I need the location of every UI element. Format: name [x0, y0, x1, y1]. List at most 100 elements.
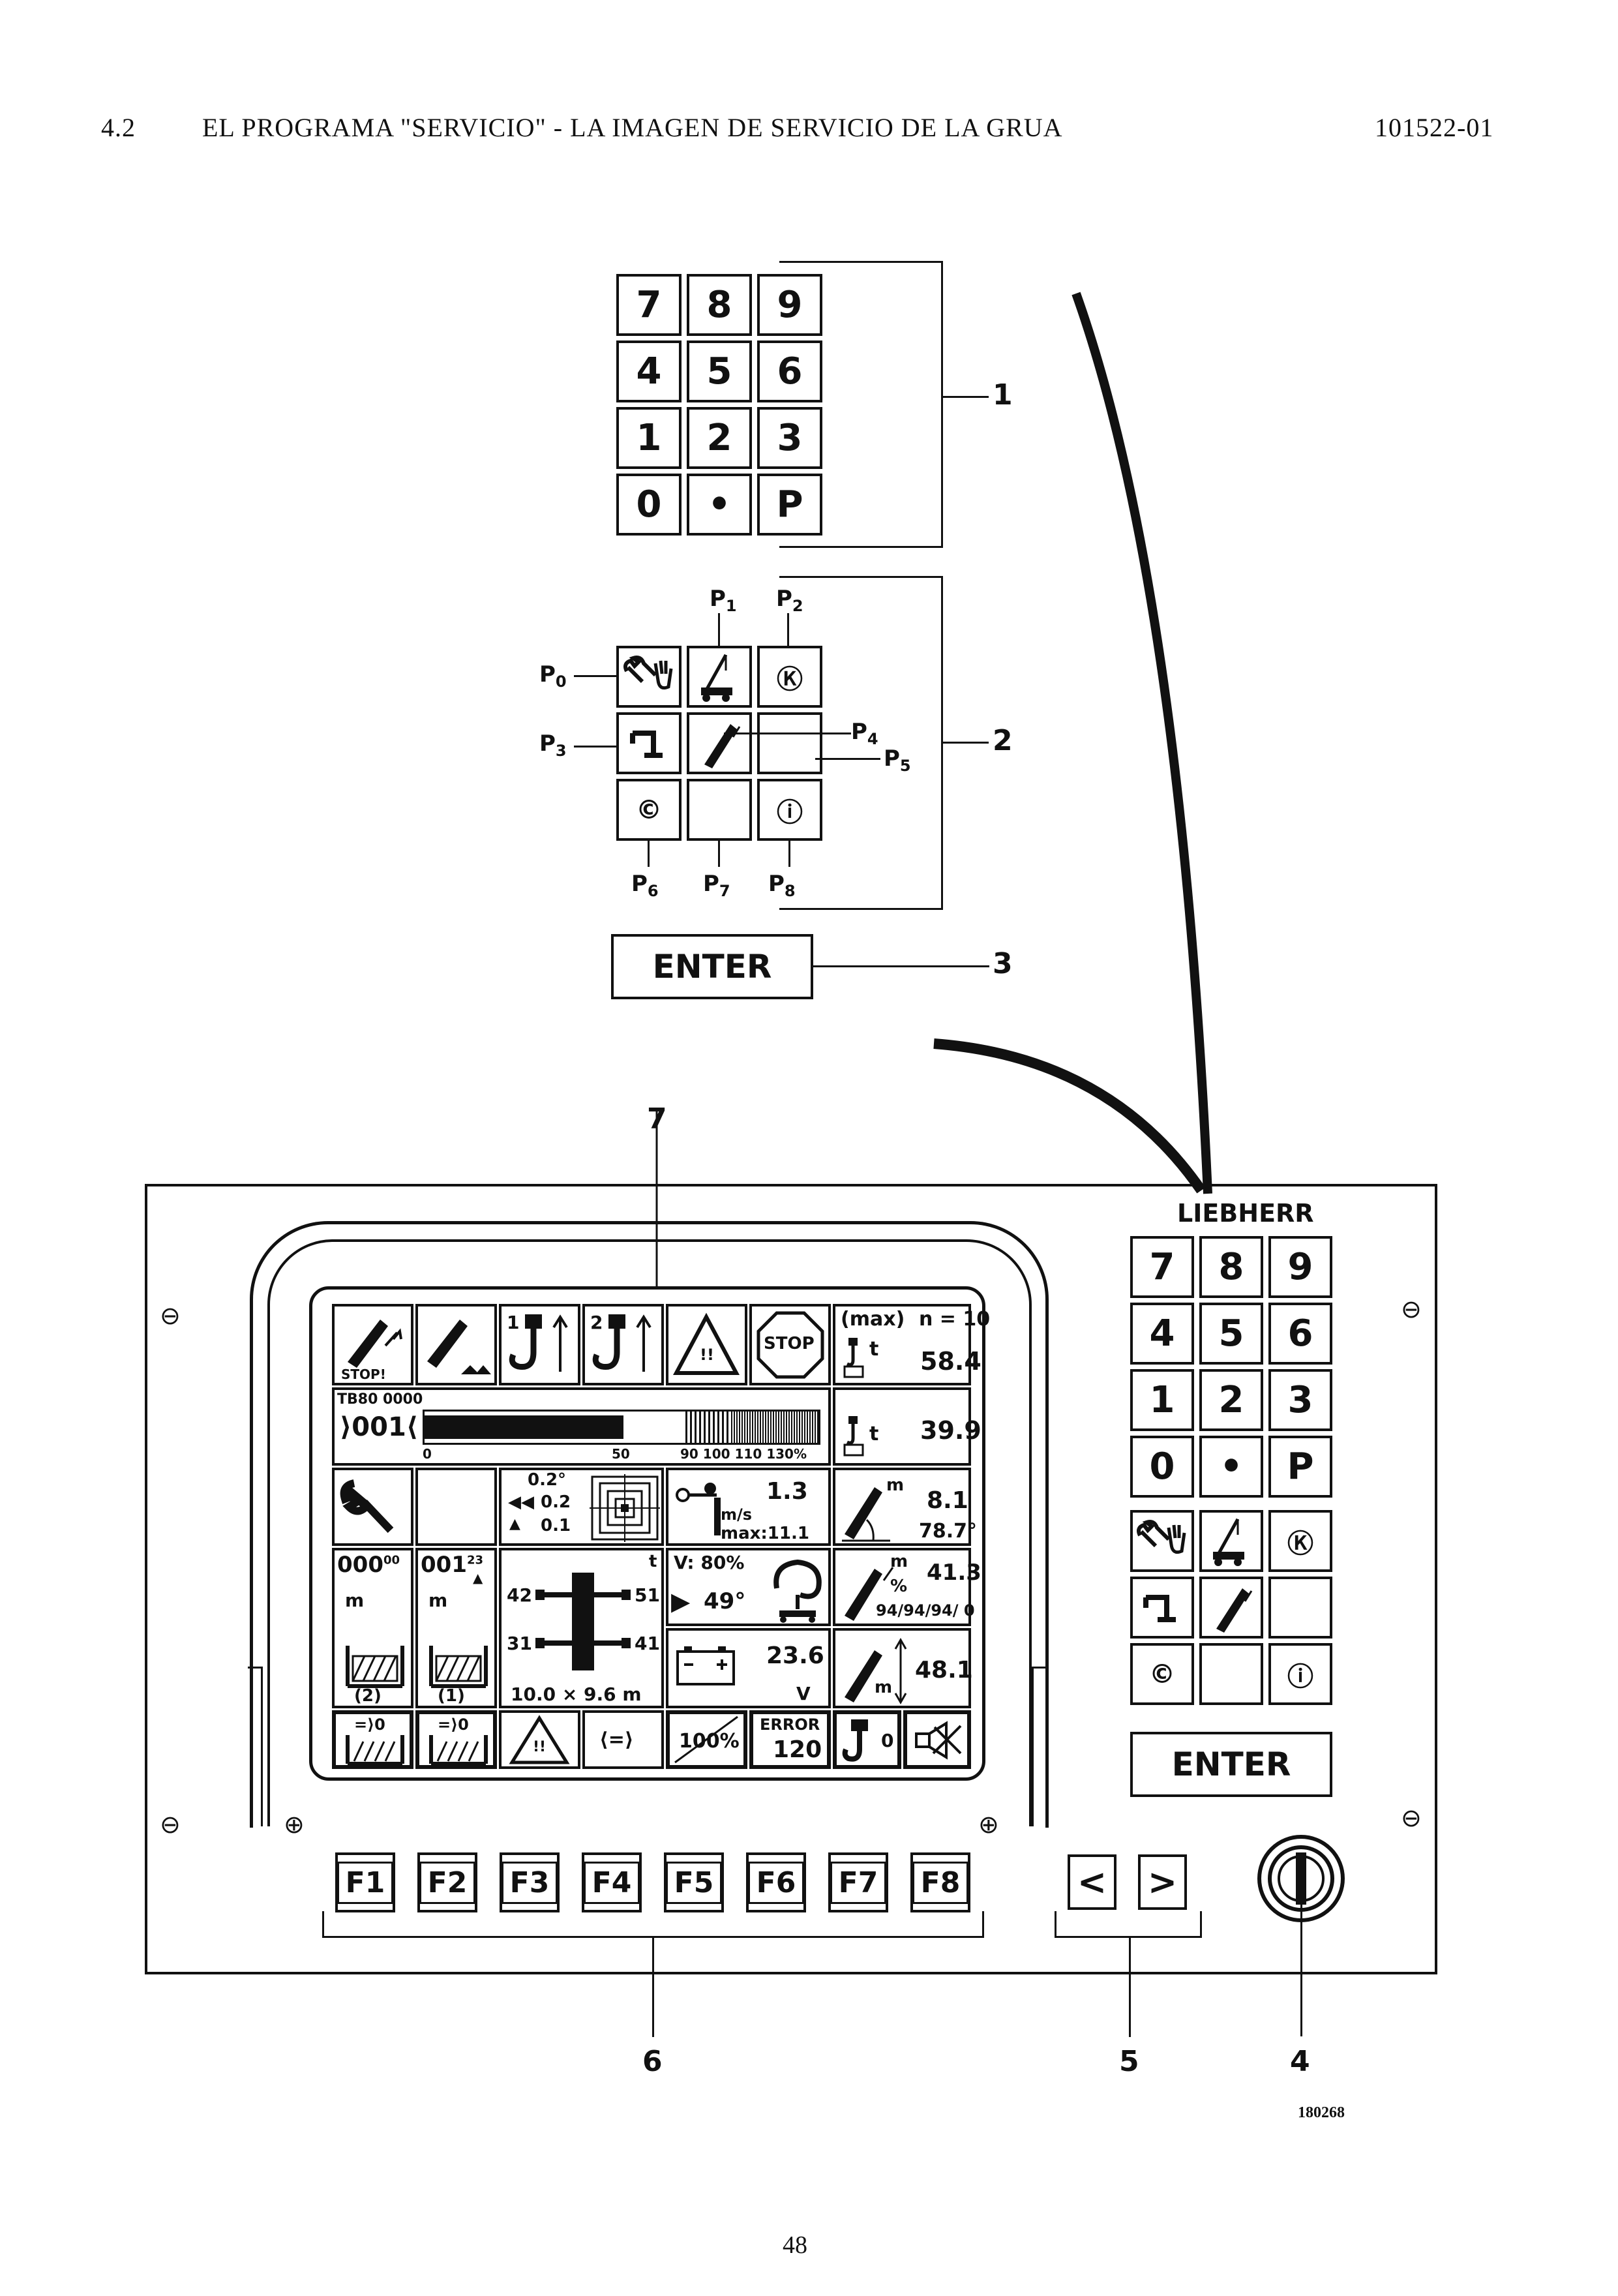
boom-stop-icon — [348, 1320, 402, 1368]
panel-key-7[interactable]: 7 — [1130, 1236, 1194, 1298]
leader-line — [1300, 1885, 1302, 2036]
key-9[interactable]: 9 — [757, 274, 822, 336]
stop-small-text: STOP! — [341, 1367, 386, 1382]
panel-key-4[interactable]: 4 — [1130, 1303, 1194, 1365]
anemometer-icon — [676, 1483, 721, 1535]
outrigger-rear-right: 41 — [635, 1633, 660, 1654]
key-p2-k[interactable]: Ⓚ — [757, 646, 822, 708]
outrigger-rear-left: 31 — [507, 1633, 532, 1654]
wind-max: max:11.1 — [721, 1524, 809, 1543]
panel-key-info[interactable]: ⓘ — [1268, 1643, 1332, 1705]
panel-key-dot[interactable]: • — [1199, 1436, 1263, 1498]
key-4[interactable]: 4 — [616, 340, 682, 402]
softkey-f5-icon: 100% — [666, 1710, 747, 1769]
key-0[interactable]: 0 — [616, 474, 682, 536]
panel-key-2[interactable]: 2 — [1199, 1369, 1263, 1431]
panel-key-c[interactable]: © — [1130, 1643, 1194, 1705]
display-bezel-inner — [267, 1239, 1032, 1826]
key-5[interactable]: 5 — [687, 340, 752, 402]
f7-label: F7 — [830, 1861, 887, 1904]
bracket-line — [779, 261, 942, 263]
key-p1-crane[interactable] — [687, 646, 752, 708]
leader-line — [788, 841, 790, 867]
key-p7-blank[interactable] — [687, 779, 752, 841]
key-1[interactable]: 1 — [616, 407, 682, 469]
key-p4-boom[interactable] — [687, 712, 752, 774]
bracket-line — [982, 1911, 984, 1937]
battery-cell: 23.6 V — [666, 1628, 831, 1708]
f2-key[interactable]: F2 — [417, 1852, 477, 1912]
panel-enter-key[interactable]: ENTER — [1130, 1732, 1332, 1797]
panel-key-boom[interactable] — [1199, 1577, 1263, 1639]
panel-key-crane[interactable] — [1199, 1510, 1263, 1572]
winch-1-cell: 00123 ▲ m (1) — [415, 1548, 497, 1708]
panel-key-5[interactable]: 5 — [1199, 1303, 1263, 1365]
outrigger-base: 10.0 × 9.6 m — [511, 1684, 642, 1705]
panel-key-blank-1[interactable] — [1268, 1577, 1332, 1639]
unit-m: m — [345, 1590, 365, 1611]
leader-line — [652, 1936, 654, 2037]
bracket-line — [941, 261, 943, 548]
panel-key-6[interactable]: 6 — [1268, 1303, 1332, 1365]
panel-key-1[interactable]: 1 — [1130, 1369, 1194, 1431]
bracket-line — [779, 576, 942, 578]
f5-label: F5 — [665, 1861, 723, 1904]
f4-key[interactable]: F4 — [582, 1852, 642, 1912]
arrow-right-key[interactable]: > — [1138, 1854, 1187, 1910]
mobile-crane-icon — [1213, 1518, 1244, 1566]
triangle-up-icon: ▲ — [473, 1570, 483, 1586]
boom-stop-cell: STOP! — [332, 1304, 413, 1385]
bracket-line — [1200, 1911, 1202, 1937]
key-p5-blank[interactable] — [757, 712, 822, 774]
hook-1-label: 1 — [507, 1312, 520, 1333]
document-number: 101522-01 — [1375, 113, 1494, 142]
panel-key-service[interactable] — [1130, 1510, 1194, 1572]
panel-key-9[interactable]: 9 — [1268, 1236, 1332, 1298]
unit-percent: % — [890, 1577, 908, 1596]
panel-key-0[interactable]: 0 — [1130, 1436, 1194, 1498]
reeving-count: n = 10 — [919, 1308, 991, 1331]
key-p0-service[interactable] — [616, 646, 682, 708]
panel-key-3[interactable]: 3 — [1268, 1369, 1332, 1431]
key-6[interactable]: 6 — [757, 340, 822, 402]
counter-value: ⟩001⟨ — [340, 1412, 419, 1442]
panel-key-blank-2[interactable] — [1199, 1643, 1263, 1705]
panel-key-k[interactable]: Ⓚ — [1268, 1510, 1332, 1572]
section-number: 4.2 — [101, 113, 136, 142]
f1-label: F1 — [337, 1861, 394, 1904]
bracket-line — [322, 1911, 324, 1937]
callout-6: 6 — [642, 2045, 663, 2078]
leader-line — [943, 396, 989, 398]
key-7[interactable]: 7 — [616, 274, 682, 336]
label-p3: P3 — [539, 731, 567, 760]
f8-key[interactable]: F8 — [910, 1852, 970, 1912]
key-p6-c[interactable]: © — [616, 779, 682, 841]
leader-line — [813, 965, 989, 967]
enter-key-detail[interactable]: ENTER — [611, 934, 813, 999]
panel-key-p[interactable]: P — [1268, 1436, 1332, 1498]
actual-load-cell: t 39.9 — [833, 1387, 981, 1466]
key-8[interactable]: 8 — [687, 274, 752, 336]
outrigger-front-right: 51 — [635, 1584, 660, 1606]
key-p[interactable]: P — [757, 474, 822, 536]
f3-label: F3 — [501, 1861, 558, 1904]
boom-terrain-cell — [415, 1304, 497, 1385]
f7-key[interactable]: F7 — [828, 1852, 888, 1912]
leader-line — [718, 613, 720, 646]
arrow-left-key[interactable]: < — [1068, 1854, 1116, 1910]
key-2[interactable]: 2 — [687, 407, 752, 469]
drum-2-label: (2) — [354, 1686, 382, 1706]
callout-4: 4 — [1290, 2045, 1310, 2078]
f6-key[interactable]: F6 — [746, 1852, 806, 1912]
outrigger-layout-icon — [535, 1573, 631, 1670]
key-3[interactable]: 3 — [757, 407, 822, 469]
key-dot[interactable]: • — [687, 474, 752, 536]
f1-key[interactable]: F1 — [335, 1852, 395, 1912]
panel-key-8[interactable]: 8 — [1199, 1236, 1263, 1298]
key-p8-info[interactable]: ⓘ — [757, 779, 822, 841]
f5-key[interactable]: F5 — [664, 1852, 724, 1912]
panel-key-outrigger[interactable] — [1130, 1577, 1194, 1639]
boom-telescope-icon — [1216, 1588, 1253, 1633]
f3-key[interactable]: F3 — [500, 1852, 560, 1912]
key-p3-outrigger[interactable] — [616, 712, 682, 774]
